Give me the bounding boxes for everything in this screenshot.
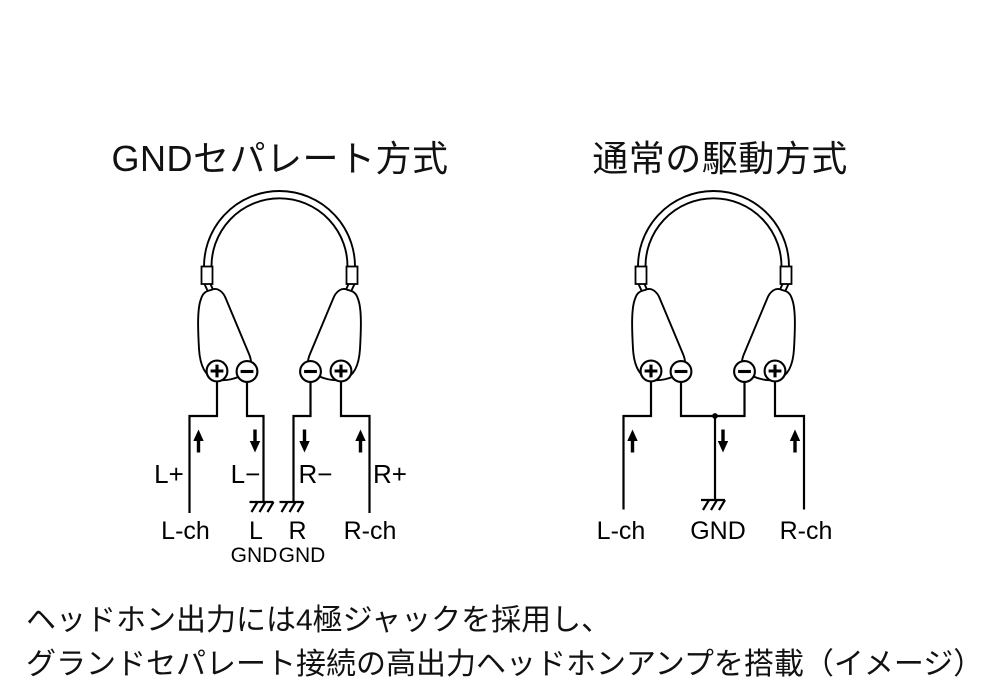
junction-dot <box>712 413 718 419</box>
label-r-gnd-2: GND <box>279 544 326 567</box>
label-r-gnd: R <box>288 517 306 545</box>
minus-terminal-icon <box>298 359 323 384</box>
wire-l-plus <box>622 381 653 510</box>
caption-line-2: グランドセパレート接続の高出力ヘッドホンアンプを搭載（イメージ） <box>26 648 984 681</box>
label-l-gnd: L <box>249 517 263 545</box>
label-r-minus: R− <box>299 459 333 489</box>
wire-l-minus <box>245 382 265 502</box>
label-r-ch: R-ch <box>780 517 833 545</box>
right-diagram-title: 通常の駆動方式 <box>592 138 848 179</box>
wire-r-minus <box>292 382 312 502</box>
label-l-gnd-2: GND <box>231 544 278 567</box>
wire-l-plus <box>188 381 219 513</box>
plus-terminal-icon <box>763 359 787 383</box>
headphones-icon <box>197 190 362 382</box>
plus-terminal-icon <box>205 359 229 383</box>
arrow-down-icon <box>249 429 261 453</box>
ground-icon <box>278 500 305 514</box>
wire-l-minus <box>679 382 715 418</box>
wire-r-minus <box>715 382 746 418</box>
label-l-plus: L+ <box>154 459 184 489</box>
caption: ヘッドホン出力には4極ジャックを採用し、 グランドセパレート接続の高出力ヘッドホ… <box>26 599 983 687</box>
minus-terminal-icon <box>732 359 757 384</box>
arrow-up-icon <box>193 429 204 453</box>
minus-terminal-icon <box>235 359 259 384</box>
arrow-up-icon <box>789 429 801 453</box>
arrow-up-icon <box>627 429 638 453</box>
label-l-ch: L-ch <box>597 517 646 545</box>
label-l-minus: L− <box>231 459 261 489</box>
plus-terminal-icon <box>639 359 663 383</box>
arrow-down-icon <box>299 429 310 453</box>
label-r-plus: R+ <box>373 459 407 489</box>
headphones-icon <box>631 190 796 382</box>
wire-r-plus <box>773 381 806 510</box>
label-r-ch: R-ch <box>344 517 397 545</box>
minus-terminal-icon <box>669 359 693 384</box>
ground-icon <box>699 498 727 512</box>
normal-drive-diagram: L-ch GND R-ch <box>597 190 833 545</box>
caption-line-1: ヘッドホン出力には4極ジャックを採用し、 <box>26 604 612 637</box>
label-gnd: GND <box>690 517 746 545</box>
ground-icon <box>248 500 275 514</box>
arrow-up-icon <box>355 429 366 453</box>
label-l-ch: L-ch <box>161 517 210 545</box>
plus-terminal-icon <box>329 359 353 383</box>
wire-r-plus <box>339 381 371 513</box>
left-diagram-title: GNDセパレート方式 <box>111 138 449 179</box>
gnd-separate-diagram: L+ L− R− R+ L-ch L R R-ch GND GND <box>154 190 407 567</box>
arrow-down-icon <box>717 429 729 453</box>
